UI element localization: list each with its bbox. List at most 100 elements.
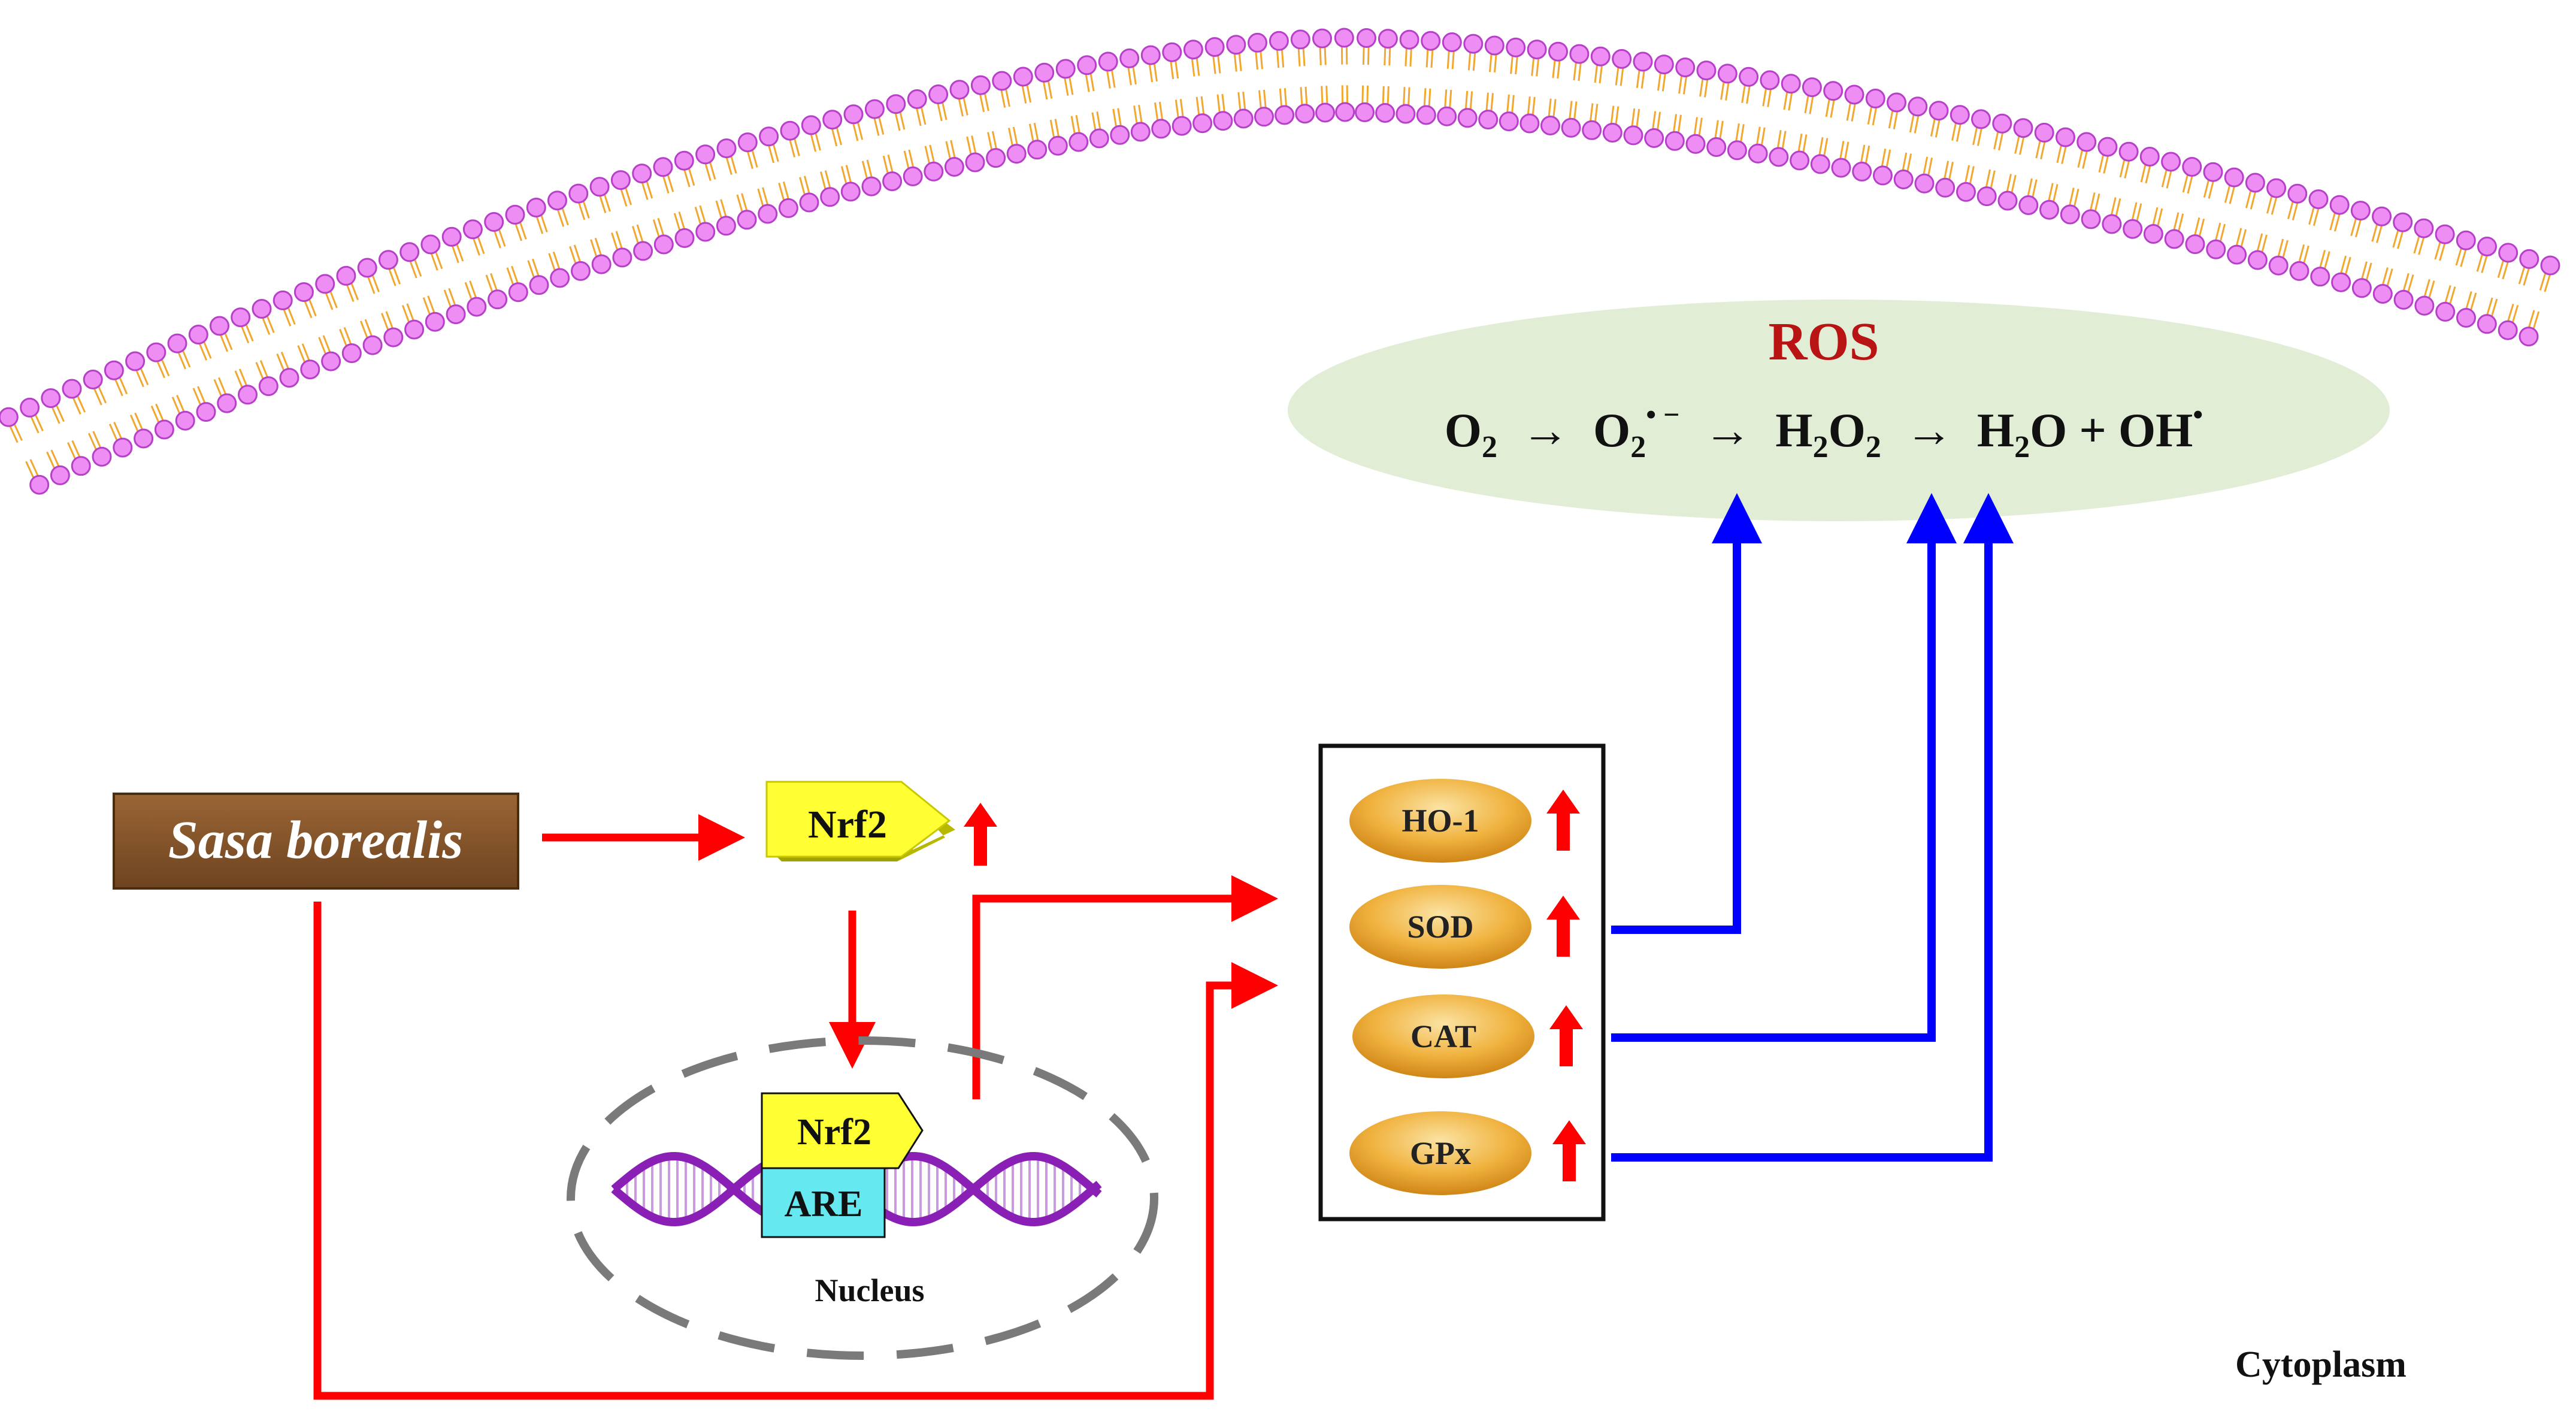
sasa-borealis-rect [113,793,519,890]
lipid-head [1527,40,1547,60]
lipid-head [1254,107,1274,127]
lipid-bilayer-membrane [0,28,2560,495]
lipid-head [1334,28,1354,48]
lipid-head [1416,105,1436,125]
lipid-head [1068,132,1089,152]
lipid-head [1457,108,1478,128]
lipid-head [924,161,944,182]
lipid-head [1727,140,1747,161]
lipid-head [2310,267,2330,287]
enzyme-label: CAT [1410,1018,1476,1054]
lipid-head [488,289,508,310]
lipid-head [1421,31,1441,51]
lipid-head [2164,229,2184,249]
lipid-head [104,360,124,380]
lipid-head [2329,195,2350,215]
lipid-head [1612,49,1632,69]
lipid-head [2456,230,2476,250]
lipid-head [1908,96,1928,117]
lipid-head [2018,195,2039,215]
lipid-head [944,157,964,177]
lipid-head [2351,278,2372,298]
lipid-head [589,177,610,197]
lipid-head [1992,113,2012,134]
lipid-head [2161,152,2181,172]
lipid-head [462,219,483,240]
lipid-head [1006,144,1027,164]
lipid-head [610,170,631,191]
lipid-head [62,379,82,399]
lipid-head [1478,110,1499,130]
lipid-head [1357,28,1376,48]
lipid-head [1098,52,1118,72]
lipid-head [1976,186,1997,207]
lipid-head [1748,143,1768,164]
lipid-head [1233,108,1254,129]
lipid-head [2060,204,2080,225]
lipid-head [1375,103,1396,123]
lipid-head [41,388,61,409]
upregulation-arrow-icon [1549,1005,1583,1066]
lipid-head [1696,61,1717,81]
lipid-head [1130,122,1151,142]
lipid-head [928,84,949,104]
lipid-head [571,261,591,281]
lipid-head [2097,137,2118,157]
lipid-head [2266,178,2287,198]
lipid-head [1739,66,1759,87]
lipid-head [2477,314,2497,334]
lipid-head [2206,239,2226,259]
lipid-head [2081,209,2101,229]
lipid-head [1790,150,1810,171]
lipid-head [315,274,335,294]
lipid-head [505,204,525,225]
lipid-head [1506,37,1526,58]
lipid-head [467,297,487,317]
nucleus: Nrf2 ARE Nucleus [567,1036,1158,1360]
lipid-head [1295,104,1315,124]
lipid-head [1602,123,1623,143]
enzyme-ellipse [1349,885,1531,969]
lipid-head [2056,127,2075,147]
lipid-head [273,290,293,310]
lipid-head [886,94,906,114]
lipid-head [1781,74,1801,94]
enzyme-ellipse [1349,1111,1531,1195]
lipid-head [2039,199,2059,220]
lipid-head [1442,32,1462,52]
arrow-cat-to-h2o2 [1611,493,1957,1042]
lipid-head [113,437,133,458]
lipid-head [822,110,843,130]
reaction-arrow: → [1703,404,1751,457]
lipid-head [1335,102,1355,122]
lipid-head [1971,109,1991,129]
lipid-head [1378,29,1398,49]
ros-ellipse [1288,300,2390,521]
arrow-gpx-to-h2o2 [1611,493,2014,1162]
lipid-head [633,241,653,261]
lipid-head [861,176,882,196]
lipid-head [1769,147,1789,167]
hydrogen-peroxide-molecule: H [1775,404,1812,457]
lipid-head [1810,154,1830,174]
ros-title: ROS [1768,312,1879,371]
lipid-head [2185,234,2205,255]
enzyme-label: GPx [1410,1135,1471,1171]
lipid-head [508,282,528,303]
lipid-head [1275,105,1295,125]
enzyme-gpx: GPx [1349,1111,1586,1195]
lipid-head [716,216,736,236]
upregulation-arrow-icon [1546,790,1580,851]
superoxide-molecule: O [1593,404,1630,457]
lipid-head [2393,212,2413,232]
lipid-head [293,282,314,303]
lipid-head [758,204,778,224]
lipid-head [2289,261,2309,281]
lipid-head [986,148,1006,168]
lipid-head [404,319,425,340]
lipid-head [2076,132,2097,152]
arrow-nucleus-to-enzymes [972,875,1278,1099]
lipid-head [2372,206,2392,226]
lipid-head [2143,224,2163,244]
lipid-head [653,234,674,255]
